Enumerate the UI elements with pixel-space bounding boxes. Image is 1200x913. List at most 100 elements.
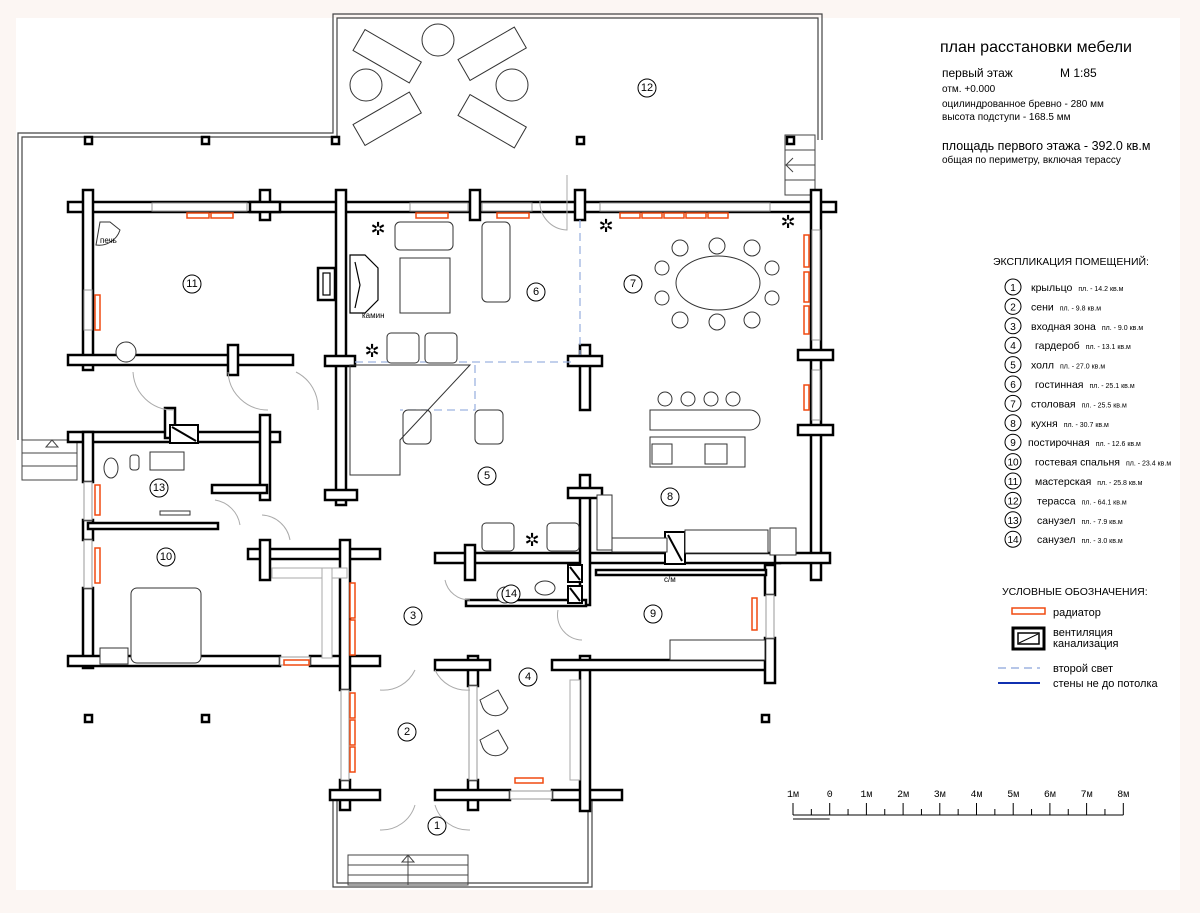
room-area: пл. - 25.8 кв.м bbox=[1097, 480, 1142, 487]
page-title: план расстановки мебели bbox=[940, 39, 1132, 56]
room-number: 2 bbox=[404, 726, 410, 738]
room-number-circle bbox=[1004, 530, 1022, 548]
scale-label: 8м bbox=[1117, 790, 1129, 801]
room-number: 8 bbox=[667, 491, 673, 503]
scale-label: 4м bbox=[970, 790, 982, 801]
room-number-circle bbox=[1004, 511, 1022, 529]
washer-label: с/м bbox=[664, 575, 676, 584]
room-number-circle bbox=[1004, 317, 1022, 335]
legend-title: УСЛОВНЫЕ ОБОЗНАЧЕНИЯ: bbox=[1002, 586, 1148, 598]
room-number: 5 bbox=[1010, 361, 1016, 372]
svg-text:✲: ✲ bbox=[598, 216, 613, 236]
room-number: 3 bbox=[1010, 322, 1016, 333]
legend: УСЛОВНЫЕ ОБОЗНАЧЕНИЯ: радиатор вентиляци… bbox=[998, 586, 1159, 690]
room-area: пл. - 9.0 кв.м bbox=[1102, 325, 1143, 332]
scale-label: 0 bbox=[827, 790, 833, 801]
svg-text:✲: ✲ bbox=[364, 341, 379, 361]
explication-title: ЭКСПЛИКАЦИЯ ПОМЕЩЕНИЙ: bbox=[993, 255, 1149, 268]
legend-vent: вентиляция bbox=[1053, 627, 1113, 639]
scale-label: 7м bbox=[1081, 790, 1093, 801]
room-number: 13 bbox=[1007, 516, 1019, 527]
room-number-circle bbox=[1004, 278, 1022, 296]
fireplace bbox=[316, 254, 379, 314]
room-number: 9 bbox=[650, 608, 656, 620]
terrace-columns bbox=[83, 135, 796, 724]
doors bbox=[132, 175, 583, 831]
room-number: 4 bbox=[1010, 341, 1016, 352]
room-number: 14 bbox=[1007, 535, 1019, 546]
room-number-circle bbox=[1004, 394, 1022, 412]
plant-icons: ✲✲✲✲✲ bbox=[364, 212, 795, 550]
room-number-circle bbox=[1004, 375, 1022, 393]
room-number: 12 bbox=[641, 82, 653, 94]
room-number: 6 bbox=[533, 286, 539, 298]
room-number: 13 bbox=[153, 482, 165, 494]
stove-label: печь bbox=[100, 236, 117, 245]
scale-label: 6м bbox=[1044, 790, 1056, 801]
room-area: пл. - 25.1 кв.м bbox=[1090, 383, 1135, 390]
terrace-stairs bbox=[21, 134, 816, 886]
room-number-circle bbox=[1004, 491, 1022, 509]
room-number: 9 bbox=[1010, 438, 1016, 449]
room-number: 10 bbox=[1007, 458, 1019, 469]
room-number-circle bbox=[1004, 336, 1022, 354]
furniture bbox=[95, 23, 797, 781]
room-area: пл. - 3.0 кв.м bbox=[1081, 538, 1122, 545]
room-number: 5 bbox=[484, 470, 490, 482]
room-number: 8 bbox=[1010, 419, 1016, 430]
drawing-scale: М 1:85 bbox=[1060, 66, 1097, 80]
room-number-circle bbox=[1004, 414, 1022, 432]
legend-low-walls: стены не до потолка bbox=[1053, 678, 1159, 690]
radiators bbox=[94, 212, 810, 784]
title-block: план расстановки мебели первый этаж М 1:… bbox=[940, 39, 1151, 166]
floor-area-note: общая по периметру, включая терассу bbox=[942, 154, 1121, 166]
legend-radiator: радиатор bbox=[1053, 607, 1101, 619]
room-number: 11 bbox=[1008, 477, 1019, 488]
room-area: пл. - 7.9 кв.м bbox=[1081, 519, 1122, 526]
room-area: пл. - 64.1 кв.м bbox=[1082, 499, 1127, 506]
room-number: 14 bbox=[505, 588, 517, 600]
scale-label: 2м bbox=[897, 790, 909, 801]
svg-text:✲: ✲ bbox=[370, 219, 385, 239]
scale-label: 1м bbox=[787, 790, 799, 801]
floor-name: первый этаж bbox=[942, 66, 1013, 80]
room-area: пл. - 14.2 кв.м bbox=[1078, 286, 1123, 293]
svg-text:✲: ✲ bbox=[780, 212, 795, 232]
scale-label: 3м bbox=[934, 790, 946, 801]
room-area: пл. - 25.5 кв.м bbox=[1082, 402, 1127, 409]
room-number-markers: 1 2 3 4 5 6 7 8 9 10 11 12 13 14 bbox=[149, 78, 680, 836]
scale-label: 1м bbox=[860, 790, 872, 801]
room-area: пл. - 9.8 кв.м bbox=[1060, 305, 1101, 312]
room-number: 1 bbox=[1010, 283, 1016, 294]
vent-shaft-icon bbox=[169, 424, 686, 604]
room-area: пл. - 27.0 кв.м bbox=[1060, 364, 1105, 371]
room-number: 4 bbox=[525, 671, 531, 683]
room-number-circle bbox=[1004, 356, 1022, 374]
fireplace-label: камин bbox=[362, 311, 385, 320]
room-area: пл. - 23.4 кв.м bbox=[1126, 461, 1171, 468]
